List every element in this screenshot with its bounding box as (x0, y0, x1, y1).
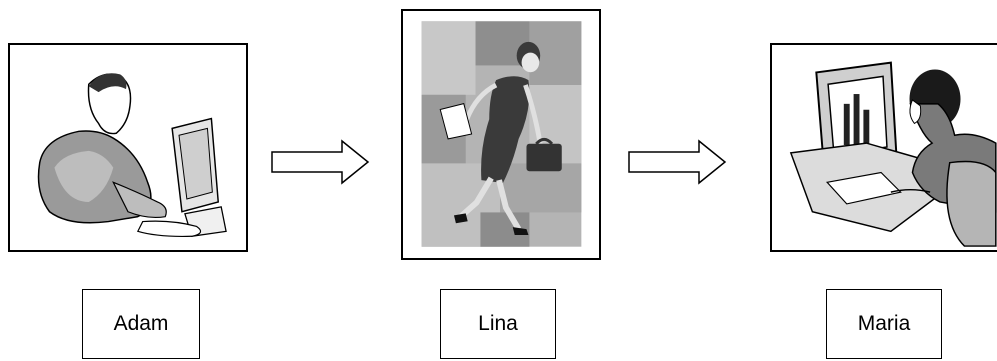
right-arrow-icon (628, 139, 727, 185)
walking-woman-illustration (421, 21, 582, 247)
adam-name-label: Adam (82, 289, 200, 359)
maria-name-text: Maria (857, 312, 911, 335)
maria-picture-frame (770, 43, 997, 252)
lina-name-label: Lina (440, 289, 556, 359)
lina-picture-frame (401, 9, 601, 260)
maria-name-label: Maria (826, 289, 942, 359)
man-at-computer-illustration (37, 73, 227, 237)
adam-picture-frame (8, 43, 248, 252)
woman-at-computer-illustration (789, 61, 997, 247)
adam-name-text: Adam (113, 312, 169, 335)
lina-name-text: Lina (478, 312, 518, 335)
right-arrow-icon (271, 139, 370, 185)
